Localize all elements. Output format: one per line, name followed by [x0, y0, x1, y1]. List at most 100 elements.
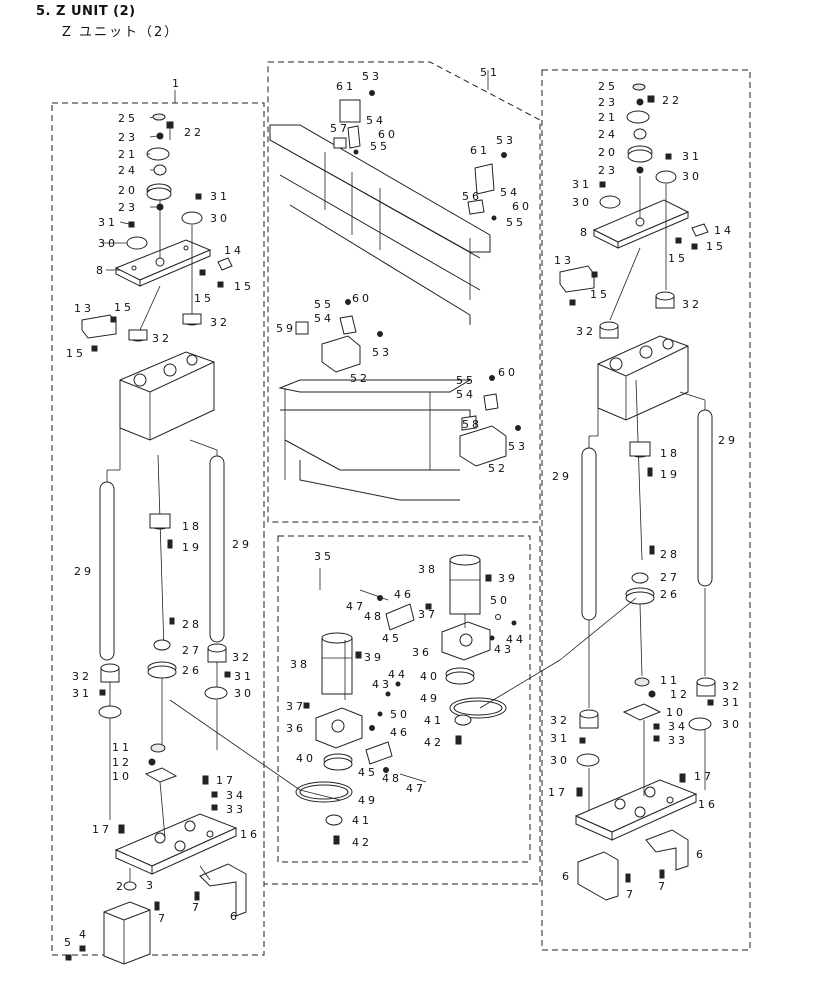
- callout-61: 61: [470, 144, 490, 157]
- callout-45: 45: [382, 632, 402, 645]
- callout-53: 53: [362, 70, 382, 83]
- callout-60: 60: [498, 366, 518, 379]
- callout-53: 53: [508, 440, 528, 453]
- callout-52: 52: [350, 372, 370, 385]
- callout-30: 30: [682, 170, 702, 183]
- callout-23: 23: [118, 131, 138, 144]
- callout-21: 21: [598, 111, 618, 124]
- callout-29: 29: [552, 470, 572, 483]
- callout-15: 15: [590, 288, 610, 301]
- leader-lines: [102, 70, 706, 882]
- page-title: 5. Z UNIT (2): [36, 4, 136, 19]
- callout-52: 52: [488, 462, 508, 475]
- callout-labels: 1 25 23 22 21 24 20 23 31 31 30 30 8 14 …: [64, 66, 742, 949]
- callout-55: 55: [314, 298, 334, 311]
- callout-36: 36: [286, 722, 306, 735]
- bracket-56: [467, 199, 485, 215]
- shaft-29-right-a: [581, 447, 597, 621]
- boundary-left-unit: [51, 102, 265, 956]
- bushing-30-left-a: [181, 211, 203, 225]
- callout-48: 48: [364, 610, 384, 623]
- callout-13: 13: [74, 302, 94, 315]
- bracket-59: [295, 321, 309, 335]
- callout-53: 53: [496, 134, 516, 147]
- bushing-30-left-d: [204, 686, 228, 700]
- callout-30: 30: [722, 718, 742, 731]
- washer-23-left: [156, 132, 164, 140]
- callout-16: 16: [698, 798, 718, 811]
- callout-32: 32: [682, 298, 702, 311]
- callout-55: 55: [370, 140, 390, 153]
- callout-41: 41: [352, 814, 372, 827]
- bracket-61a: [339, 99, 361, 123]
- callout-32: 32: [232, 651, 252, 664]
- bushing-30-left-b: [126, 236, 148, 250]
- bracket-52b: [459, 425, 507, 467]
- callout-42: 42: [352, 836, 372, 849]
- callout-6: 6: [562, 870, 572, 883]
- callout-47: 47: [346, 600, 366, 613]
- callout-24: 24: [118, 164, 138, 177]
- callout-43: 43: [494, 643, 514, 656]
- callout-18: 18: [660, 447, 680, 460]
- callout-27: 27: [660, 571, 680, 584]
- frame-beam-lower: [278, 379, 472, 393]
- callout-29: 29: [718, 434, 738, 447]
- callout-14: 14: [224, 244, 244, 257]
- callout-44: 44: [506, 633, 526, 646]
- bracket-58: [461, 415, 477, 431]
- bracket-61b: [474, 163, 495, 195]
- callout-33: 33: [226, 803, 246, 816]
- callout-14: 14: [714, 224, 734, 237]
- callout-31: 31: [550, 732, 570, 745]
- callout-20: 20: [118, 184, 138, 197]
- callout-28: 28: [660, 548, 680, 561]
- callout-54: 54: [366, 114, 386, 127]
- callout-47: 47: [406, 782, 426, 795]
- bracket-14-right: [691, 223, 709, 237]
- callout-5: 5: [64, 936, 74, 949]
- callout-55: 55: [506, 216, 526, 229]
- callout-1: 1: [172, 77, 182, 90]
- callout-50: 50: [390, 708, 410, 721]
- callout-19: 19: [660, 468, 680, 481]
- bracket-45-lower: [365, 741, 393, 765]
- shaft-29-left-b: [209, 455, 225, 643]
- bracket-6-left: [199, 863, 247, 917]
- callout-54: 54: [456, 388, 476, 401]
- coupling-27-right: [631, 572, 649, 584]
- coupling-27-left: [153, 639, 171, 651]
- callout-30: 30: [572, 196, 592, 209]
- callout-8: 8: [96, 264, 106, 277]
- callout-11: 11: [112, 741, 132, 754]
- callout-15: 15: [114, 301, 134, 314]
- callout-60: 60: [352, 292, 372, 305]
- callout-39: 39: [498, 572, 518, 585]
- motor-group-35: [295, 554, 517, 845]
- callout-15: 15: [194, 292, 214, 305]
- callout-30: 30: [234, 687, 254, 700]
- callout-46: 46: [390, 726, 410, 739]
- callout-16: 16: [240, 828, 260, 841]
- bracket-13-right: [559, 265, 595, 293]
- bracket-6-right-b: [645, 829, 689, 871]
- callout-17: 17: [92, 823, 112, 836]
- callout-60: 60: [378, 128, 398, 141]
- box-2-left: [103, 901, 151, 965]
- callout-17: 17: [548, 786, 568, 799]
- callout-41: 41: [424, 714, 444, 727]
- callout-26: 26: [182, 664, 202, 677]
- bushing-30-right-d: [576, 753, 600, 767]
- callout-15: 15: [668, 252, 688, 265]
- callout-61: 61: [336, 80, 356, 93]
- spring-11-left: [150, 743, 166, 753]
- callout-57: 57: [330, 122, 350, 135]
- callout-32: 32: [72, 670, 92, 683]
- page-subtitle: Z ユニット（2）: [62, 25, 180, 40]
- bracket-6-right-a: [577, 851, 619, 901]
- motor-38-upper: [449, 559, 481, 615]
- plate-10-right: [622, 703, 662, 721]
- bracket-52a: [321, 335, 361, 373]
- belt-49-upper: [449, 697, 507, 719]
- callout-50: 50: [490, 594, 510, 607]
